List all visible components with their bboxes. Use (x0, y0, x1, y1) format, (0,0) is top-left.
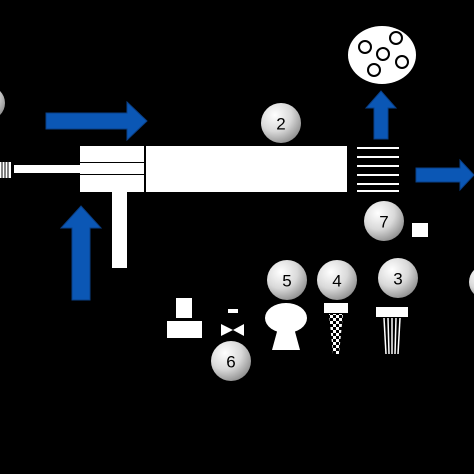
arrow-up-bottom-left (59, 205, 103, 301)
badge-5-label: 5 (282, 272, 291, 291)
badge-5: 5 (267, 260, 307, 300)
badge-7-label: 7 (379, 213, 388, 232)
die-plates (357, 147, 399, 192)
left-end-piece (0, 162, 11, 178)
small-square (412, 223, 428, 237)
badge-7-circle (364, 201, 404, 241)
badge-3: 3 (378, 258, 418, 298)
checkered-nozzle (324, 303, 348, 354)
arrow-right-exit (415, 158, 474, 192)
badge-6-label: 6 (226, 353, 235, 372)
perforated-disc (348, 26, 416, 84)
badge-4-circle (317, 260, 357, 300)
badge-6-circle (211, 341, 251, 381)
badge-4-label: 4 (332, 272, 341, 291)
badge-5-circle (267, 260, 307, 300)
badge-4: 4 (317, 260, 357, 300)
valve (221, 309, 244, 336)
feed-pipe (104, 186, 130, 268)
arrow-up-right (364, 90, 398, 140)
main-barrel (146, 146, 347, 192)
badge-7: 7 (364, 201, 404, 241)
badge-2-label: 2 (276, 115, 285, 134)
badge-2-circle (261, 103, 301, 143)
badge-layer: 2 7 5 4 3 6 (211, 103, 418, 381)
comb-nozzle (376, 307, 408, 355)
press-block (167, 298, 202, 338)
partial-badge-left (0, 90, 5, 116)
badge-2: 2 (261, 103, 301, 143)
partial-badge-right (469, 269, 474, 295)
badge-3-circle (378, 258, 418, 298)
arrow-top-left (45, 100, 148, 142)
cylinder-block (80, 146, 144, 192)
badge-6: 6 (211, 341, 251, 381)
badge-3-label: 3 (393, 270, 402, 289)
mushroom-component (265, 303, 307, 350)
piston-rod (14, 165, 84, 173)
